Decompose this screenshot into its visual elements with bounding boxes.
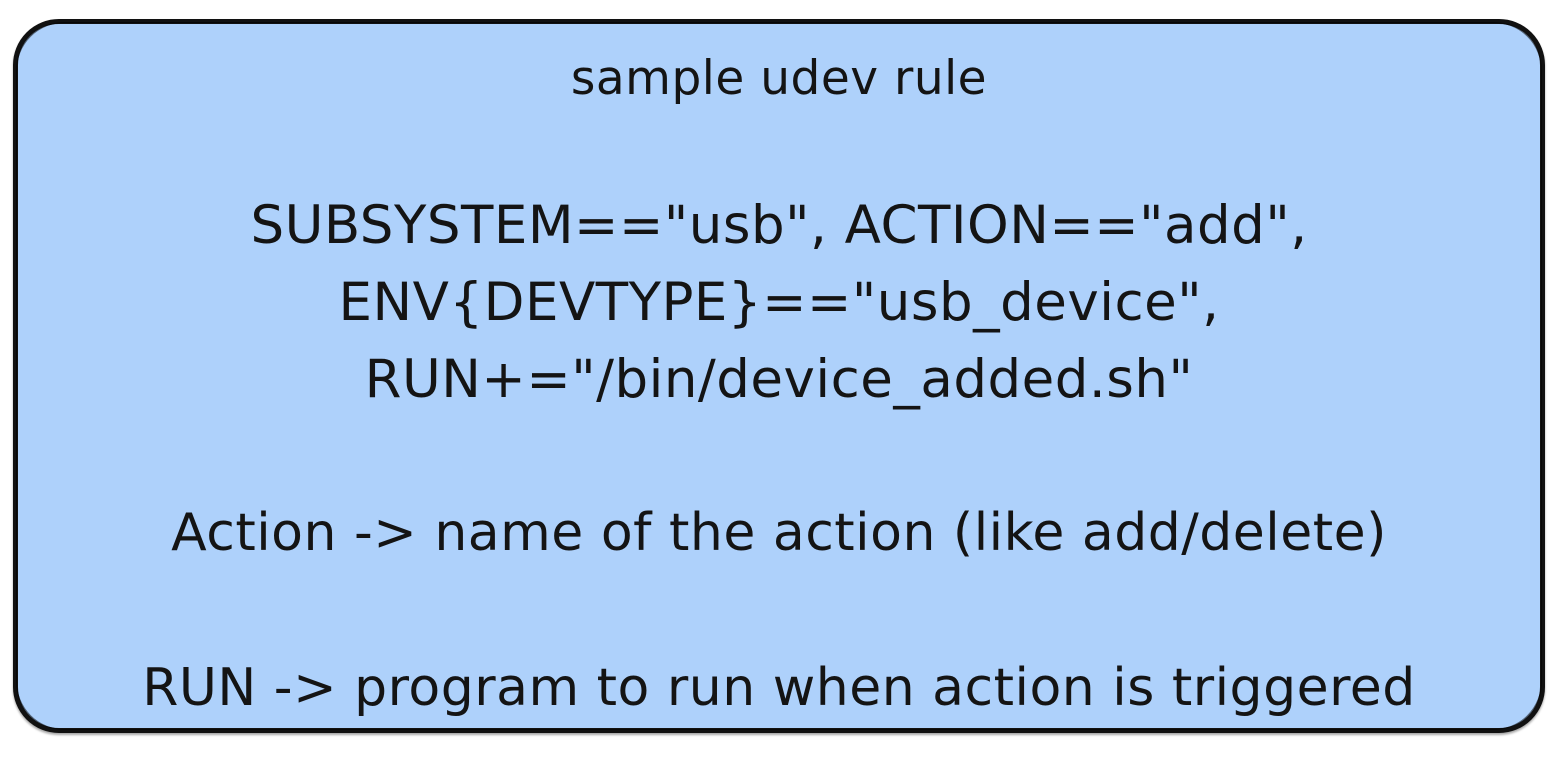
code-line: ENV{DEVTYPE}=="usb_device", — [338, 272, 1220, 333]
udev-rule-code-block: SUBSYSTEM=="usb", ACTION=="add", ENV{DEV… — [18, 187, 1540, 418]
explanation-line-action: Action -> name of the action (like add/d… — [171, 503, 1387, 563]
page-title: sample udev rule — [570, 51, 988, 106]
code-line: SUBSYSTEM=="usb", ACTION=="add", — [250, 195, 1308, 256]
explanation-line-run: RUN -> program to run when action is tri… — [142, 658, 1416, 718]
code-line: RUN+="/bin/device_added.sh" — [364, 349, 1194, 410]
udev-rule-card: sample udev rule SUBSYSTEM=="usb", ACTIO… — [13, 19, 1545, 733]
